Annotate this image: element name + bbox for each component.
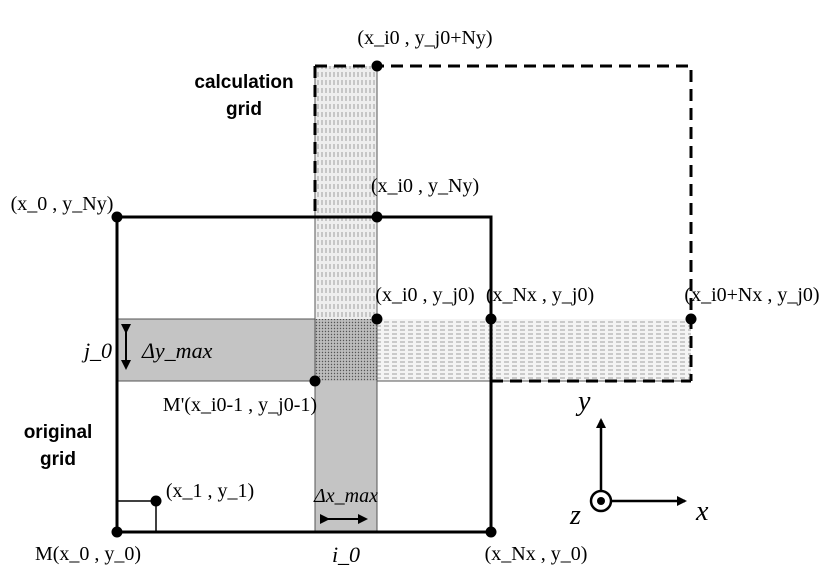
label-inner: (x_1 , y_1)	[166, 480, 254, 502]
label-far-right: (x_i0+Nx , y_j0)	[684, 284, 819, 306]
original-grid-outline	[115, 215, 493, 534]
calculation-grid-outline	[315, 64, 693, 381]
point-right-mid	[485, 313, 497, 325]
label-right-mid: (x_Nx , y_j0)	[486, 284, 594, 306]
label-bottom-right: (x_Nx , y_0)	[485, 543, 588, 565]
point-top-left	[111, 211, 123, 223]
dy-label: Δy_max	[141, 338, 213, 363]
label-m-prime: M'(x_i0-1 , y_j0-1)	[163, 394, 317, 416]
label-center: (x_i0 , y_j0)	[375, 284, 474, 306]
label-top-left: (x_0 , y_Ny)	[11, 193, 114, 215]
j0-label: j_0	[81, 338, 112, 363]
calc-column-hatch	[315, 66, 377, 319]
point-bottom-right	[485, 526, 497, 538]
y-axis-label: y	[575, 386, 591, 417]
label-mid-top: (x_i0 , y_Ny)	[371, 175, 479, 197]
label-origin: M(x_0 , y_0)	[35, 543, 141, 565]
point-top-dashed	[371, 60, 383, 72]
point-origin	[111, 526, 123, 538]
original-label-2: grid	[40, 449, 76, 470]
dx-label: Δx_max	[313, 485, 378, 507]
point-center	[371, 313, 383, 325]
row-band	[117, 319, 315, 381]
calculation-label-1: calculation	[194, 72, 293, 93]
x-axis-label: x	[695, 496, 709, 527]
i0-label: i_0	[332, 542, 360, 567]
point-far-right	[685, 313, 697, 325]
point-inner	[150, 495, 162, 507]
calculation-label-2: grid	[226, 99, 262, 120]
point-mid-top	[371, 211, 383, 223]
point-m-prime	[309, 375, 321, 387]
overlap-cell	[315, 319, 377, 381]
calc-row-hatch	[377, 319, 691, 381]
column-band	[315, 381, 377, 532]
z-axis-label: z	[569, 500, 581, 531]
label-top-dashed: (x_i0 , y_j0+Ny)	[357, 27, 492, 49]
original-label-1: original	[24, 422, 93, 443]
